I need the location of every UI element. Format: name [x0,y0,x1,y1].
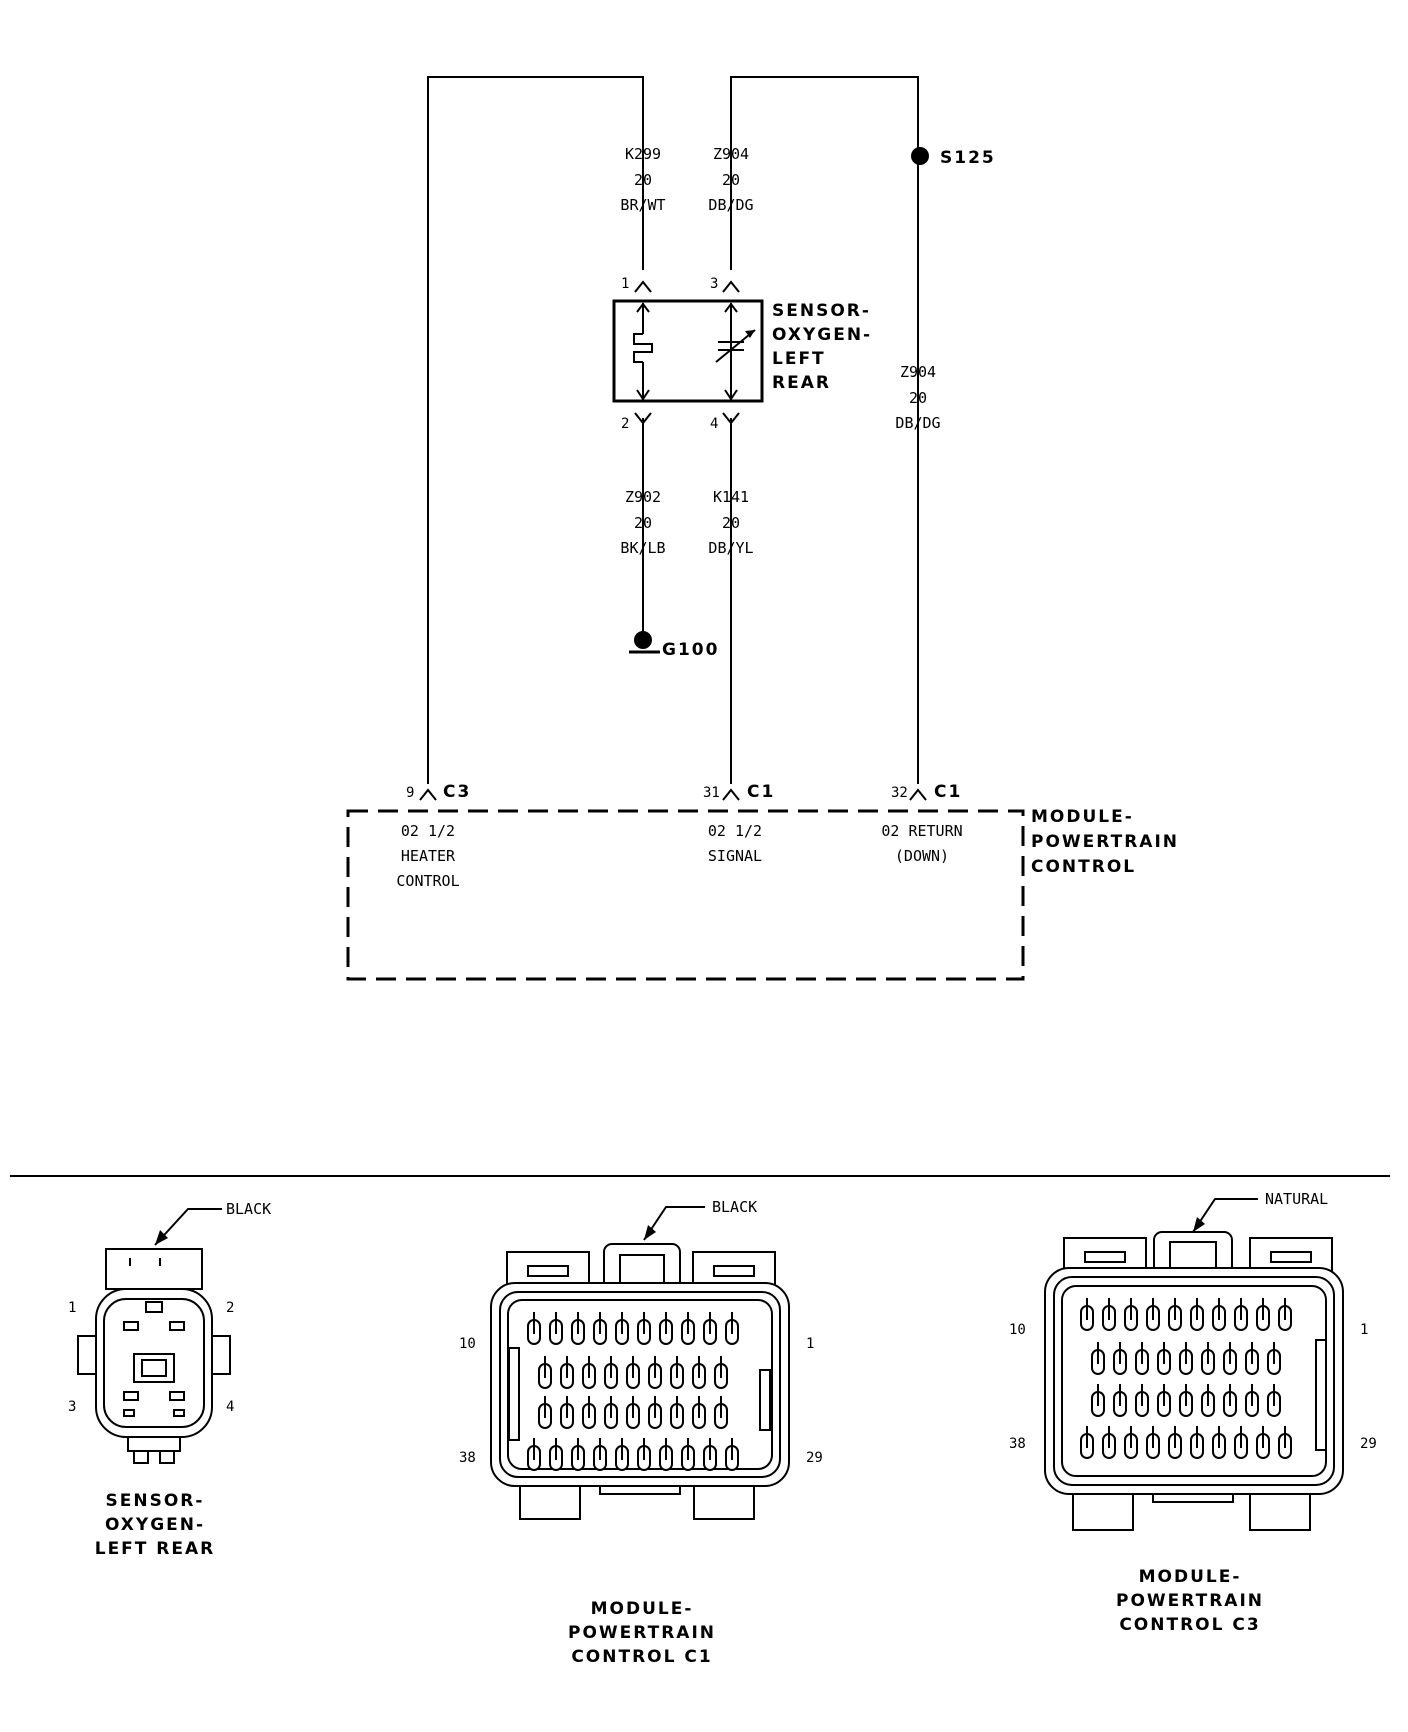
connector-color-label: NATURAL [1265,1190,1328,1208]
wire-color: DB/DG [708,196,753,214]
wire-label-z904-top: Z904 20 DB/DG [708,145,753,214]
connector-color-label: BLACK [226,1200,271,1218]
wire-gauge: 20 [634,171,652,189]
sensor-connector: BLACK 1 2 3 4 SENSOR- OXYGEN- LEFT REAR [68,1200,271,1559]
sensor-name-line: OXYGEN- [772,325,872,345]
wire-label-z902: Z902 20 BK/LB [620,488,665,557]
sensor-pin-3: 3 [710,276,718,292]
wire-color: BK/LB [620,539,665,557]
terminal-function: SIGNAL [708,847,762,865]
terminal-pin: 32 [891,785,908,801]
connector-color-label: BLACK [712,1198,757,1216]
wire-label-k299: K299 20 BR/WT [620,145,665,214]
wire-code: K299 [625,145,661,163]
terminal-function: 02 1/2 [401,822,455,840]
connector-pin-label: 38 [459,1450,476,1466]
terminal-pin: 9 [406,785,414,801]
wire-gauge: 20 [722,514,740,532]
connector-name-line: MODULE- [1139,1567,1242,1587]
c1-connector: BLACK 10 1 38 29 MODULE- POWERTRAIN CONT… [459,1198,823,1667]
c3-pin-rows [1080,1298,1292,1459]
wire-label-k141: K141 20 DB/YL [708,488,753,557]
connector-name-line: OXYGEN- [105,1515,205,1535]
wire-code: Z902 [625,488,661,506]
sensor-pin-4: 4 [710,416,718,432]
module-name-line: MODULE- [1031,807,1134,827]
splice-dot [911,147,929,165]
terminal-function: CONTROL [396,872,459,890]
wire-color: DB/DG [895,414,940,432]
sensor-pin-1: 1 [621,276,629,292]
wire-k299 [427,76,644,784]
wire-color: BR/WT [620,196,665,214]
terminal-connector: C1 [747,782,775,802]
connector-pin-label: 10 [459,1336,476,1352]
powertrain-module: 02 1/2 HEATER CONTROL 02 1/2 SIGNAL 02 R… [346,807,1179,981]
module-terminals: 9 C3 31 C1 32 C1 [406,782,962,802]
wire-gauge: 20 [722,171,740,189]
wire-z904-top [730,76,919,270]
connector-pin-label: 1 [68,1300,76,1316]
connector-name-line: CONTROL C1 [571,1647,712,1667]
connector-pin-label: 1 [1360,1322,1368,1338]
terminal-connector: C1 [934,782,962,802]
wire-code: Z904 [900,363,936,381]
module-box [346,809,1025,981]
connector-pin-label: 10 [1009,1322,1026,1338]
sensor-name-line: LEFT [772,349,826,369]
wire-code: K141 [713,488,749,506]
module-name-line: CONTROL [1031,857,1136,877]
wire-color: DB/YL [708,539,753,557]
sensor-name-line: SENSOR- [772,301,871,321]
terminal-function: (DOWN) [895,847,949,865]
connector-name-line: SENSOR- [106,1491,205,1511]
wire-gauge: 20 [909,389,927,407]
connector-name-line: MODULE- [591,1599,694,1619]
splice-label: S125 [940,148,996,168]
ground-icon [634,631,652,649]
connector-pin-label: 29 [1360,1436,1377,1452]
c1-pin-rows [527,1312,739,1471]
sensor-terminals: 1 3 2 4 [621,276,740,432]
terminal-connector: C3 [443,782,471,802]
sensor-pin-2: 2 [621,416,629,432]
ground-label: G100 [662,640,719,660]
terminal-function: 02 RETURN [881,822,962,840]
connector-pin-label: 4 [226,1399,234,1415]
connector-pin-label: 29 [806,1450,823,1466]
ground-g100: G100 [629,631,719,660]
connector-pin-label: 1 [806,1336,814,1352]
sensor-name-line: REAR [772,373,831,393]
splice-s125: S125 [911,147,996,168]
connector-name-line: LEFT REAR [95,1539,216,1559]
connector-name-line: POWERTRAIN [568,1623,716,1643]
connector-pin-label: 3 [68,1399,76,1415]
connector-name-line: POWERTRAIN [1116,1591,1264,1611]
terminal-function: HEATER [401,847,456,865]
wire-gauge: 20 [634,514,652,532]
wire-label-z904-right: Z904 20 DB/DG [895,363,940,432]
connector-pin-label: 2 [226,1300,234,1316]
wires [427,76,919,784]
module-name-line: POWERTRAIN [1031,832,1179,852]
connector-pin-label: 38 [1009,1436,1026,1452]
terminal-pin: 31 [703,785,720,801]
terminal-function: 02 1/2 [708,822,762,840]
wire-code: Z904 [713,145,749,163]
connector-name-line: CONTROL C3 [1119,1615,1260,1635]
c3-connector: NATURAL 10 1 38 29 MODULE- POWERTRAIN CO… [1009,1190,1377,1635]
oxygen-sensor: SENSOR- OXYGEN- LEFT REAR [612,299,872,403]
